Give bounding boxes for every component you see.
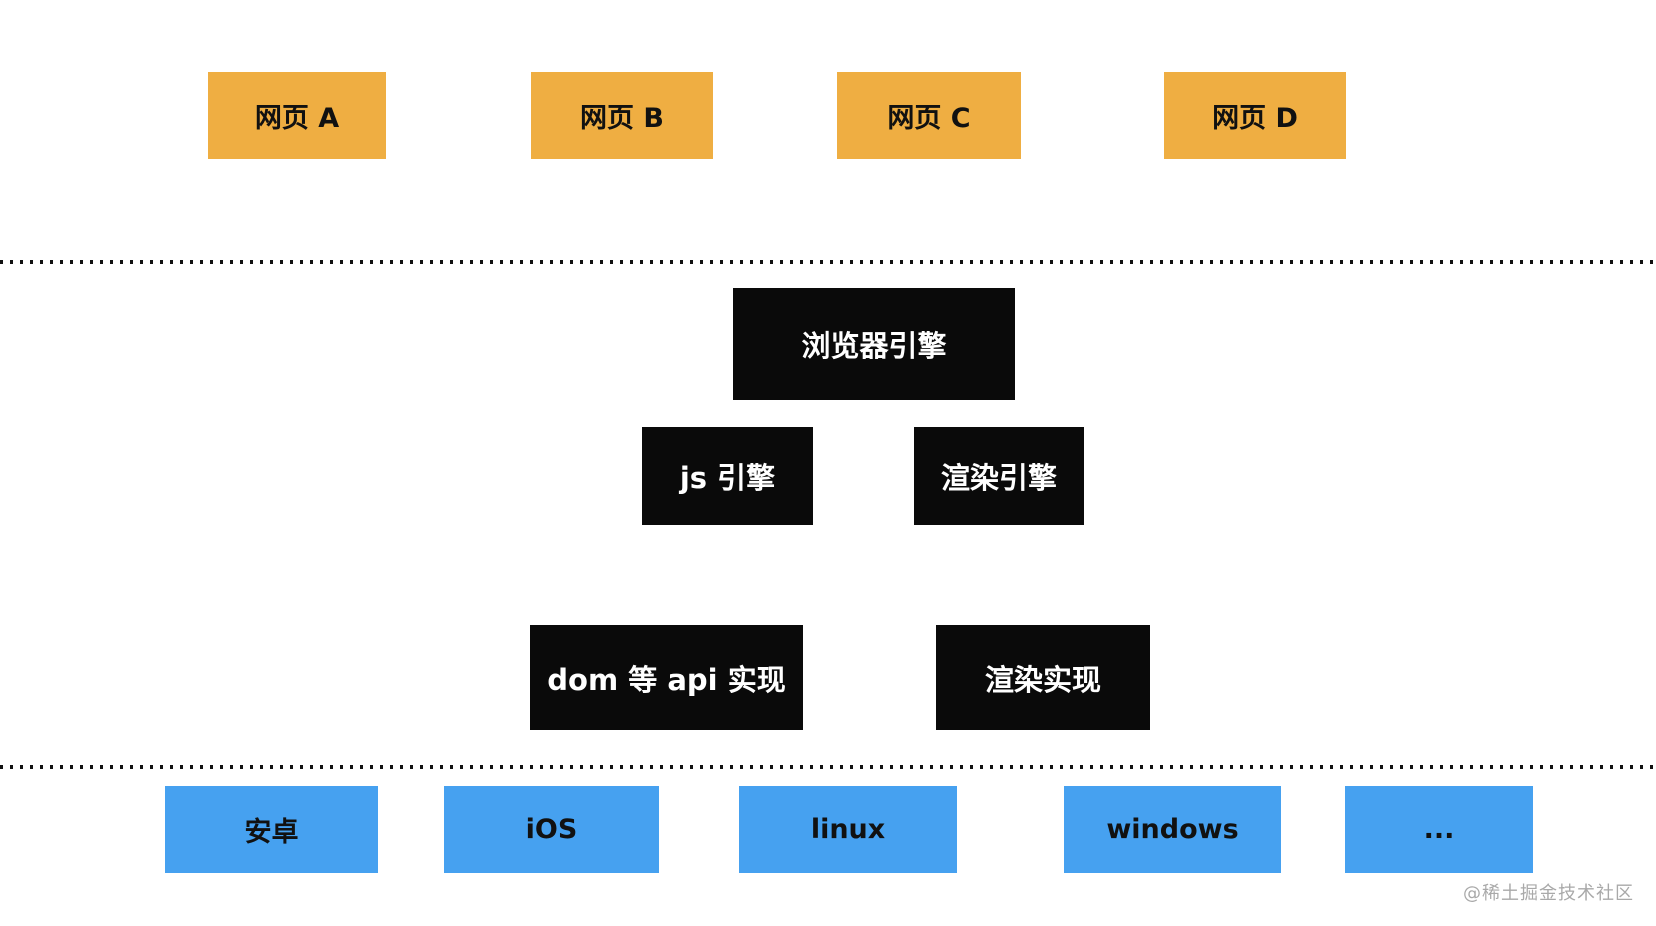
webpage-b-box: 网页 B bbox=[531, 72, 713, 159]
platform-windows-box: windows bbox=[1064, 786, 1281, 873]
watermark: @稀土掘金技术社区 bbox=[1463, 883, 1634, 904]
webpage-a-box: 网页 A bbox=[208, 72, 386, 159]
browser-engine-box: 浏览器引擎 bbox=[733, 288, 1015, 400]
dom-api-impl-box: dom 等 api 实现 bbox=[530, 625, 803, 730]
webpage-d-box: 网页 D bbox=[1164, 72, 1346, 159]
js-engine-box: js 引擎 bbox=[642, 427, 813, 525]
webpage-c-box: 网页 C bbox=[837, 72, 1021, 159]
platform-linux-box: linux bbox=[739, 786, 957, 873]
separator-line-bottom bbox=[0, 765, 1656, 769]
rendering-impl-box: 渲染实现 bbox=[936, 625, 1150, 730]
platform-ios-box: iOS bbox=[444, 786, 659, 873]
separator-line-top bbox=[0, 260, 1656, 264]
platform-android-box: 安卓 bbox=[165, 786, 378, 873]
platform-more-box: ... bbox=[1345, 786, 1533, 873]
rendering-engine-box: 渲染引擎 bbox=[914, 427, 1084, 525]
